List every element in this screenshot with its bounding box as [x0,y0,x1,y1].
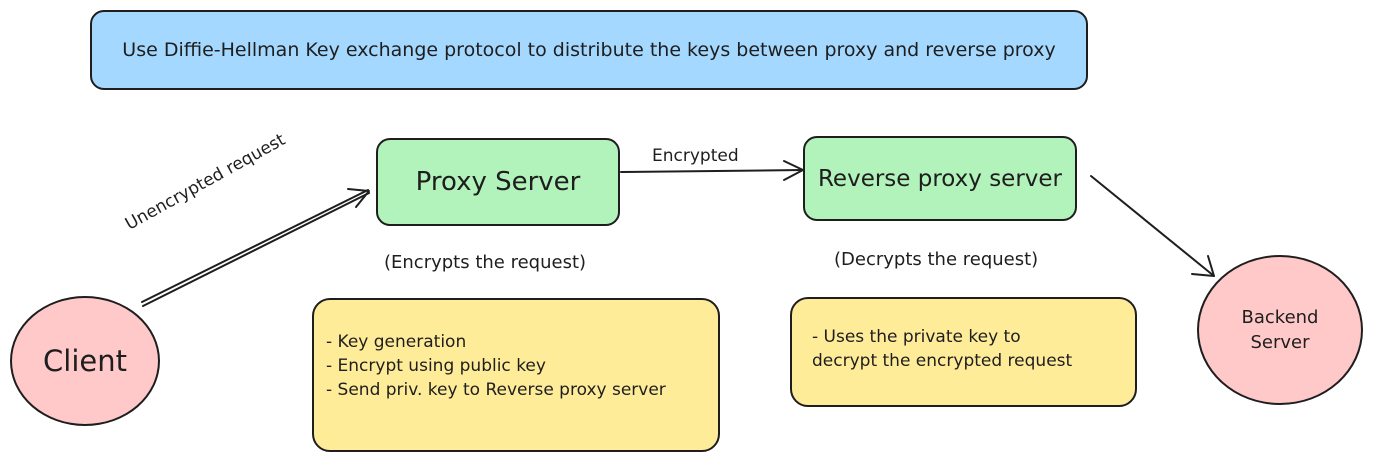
proxy-server-caption: (Encrypts the request) [384,252,587,273]
client-label: Client [43,344,127,378]
proxy-server-node: Proxy Server [376,138,620,226]
reverse-proxy-note-line: - Uses the private key to [812,327,1021,347]
reverse-proxy-note: - Uses the private key to decrypt the en… [790,297,1137,407]
encrypted-edge-label: Encrypted [652,146,739,166]
reverse-proxy-server-caption: (Decrypts the request) [834,249,1039,270]
proxy-server-note: - Key generation - Encrypt using public … [312,298,720,452]
client-to-proxy-arrow [141,188,370,307]
protocol-banner: Use Diffie-Hellman Key exchange protocol… [90,10,1088,90]
reverse-proxy-server-label: Reverse proxy server [817,165,1062,192]
proxy-server-label: Proxy Server [415,167,581,197]
proxy-note-line: - Encrypt using public key [326,356,546,376]
protocol-banner-text: Use Diffie-Hellman Key exchange protocol… [122,39,1056,61]
backend-server-label-line1: Backend [1241,307,1319,328]
proxy-note-line: - Key generation [326,332,467,352]
reverse-to-backend-arrow [1090,175,1215,277]
backend-server-node: Backend Server [1197,255,1363,405]
reverse-proxy-note-line: decrypt the encrypted request [812,351,1073,371]
proxy-note-line: - Send priv. key to Reverse proxy server [326,380,666,400]
client-node: Client [10,296,160,426]
backend-server-label-line2: Server [1250,332,1310,353]
proxy-to-reverse-arrow [620,160,804,181]
reverse-proxy-server-node: Reverse proxy server [803,136,1077,221]
